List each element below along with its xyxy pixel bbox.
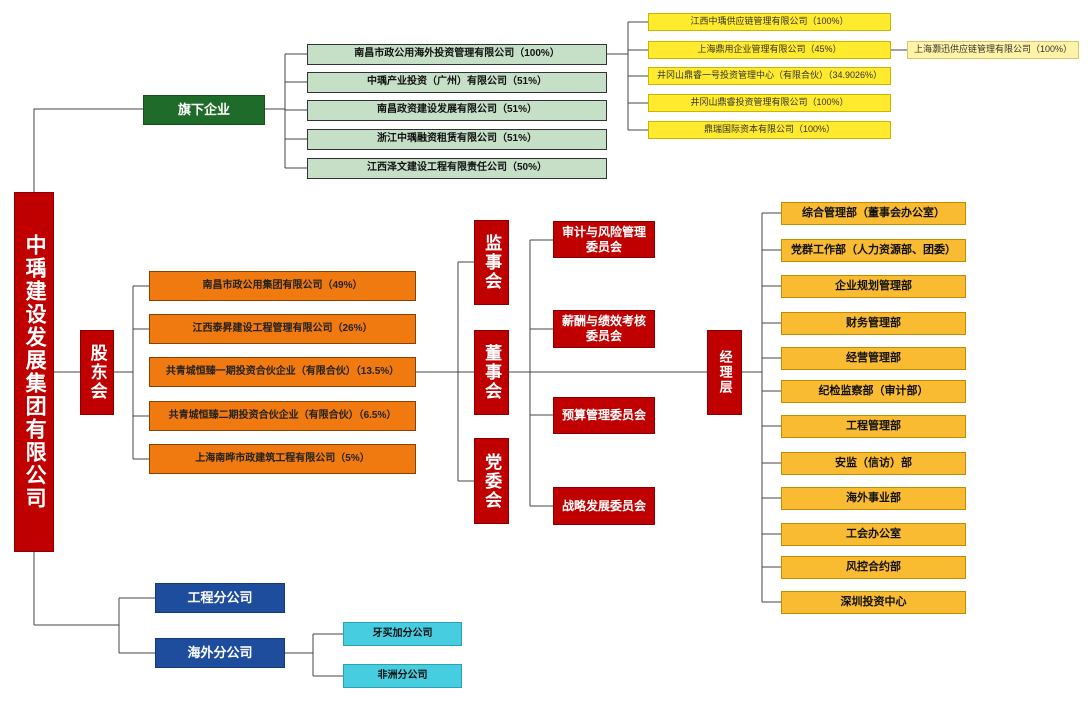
sub-subsidiary-item: 上海鼎用企业管理有限公司（45%）	[648, 41, 891, 59]
management-layer: 经理层	[707, 330, 742, 415]
department-item: 纪检监察部（审计部）	[781, 380, 966, 403]
overseas-sub-branch: 牙买加分公司	[343, 622, 462, 646]
department-item: 党群工作部（人力资源部、团委）	[781, 239, 966, 262]
shareholder-item: 共青城恒臻一期投资合伙企业（有限合伙）（13.5%）	[149, 357, 416, 387]
shareholder-item: 南昌市政公用集团有限公司（49%）	[149, 271, 416, 301]
subsidiary-item: 中瑀产业投资（广州）有限公司（51%）	[307, 72, 607, 93]
sub-sub-subsidiary-item: 上海灏迅供应链管理有限公司（100%）	[907, 41, 1079, 59]
root-company: 中瑀建设发展集团有限公司	[14, 192, 54, 552]
committee-item: 薪酬与绩效考核委员会	[553, 310, 655, 348]
engineering-branch: 工程分公司	[155, 583, 285, 613]
board-of-directors: 董事会	[474, 330, 509, 415]
department-item: 安监（信访）部	[781, 452, 966, 475]
sub-subsidiary-item: 江西中瑀供应链管理有限公司（100%）	[648, 13, 891, 31]
subsidiary-item: 浙江中瑀融资租赁有限公司（51%）	[307, 129, 607, 150]
shareholders-meeting: 股东会	[80, 330, 114, 415]
committee-item: 审计与风险管理委员会	[553, 221, 655, 258]
committee-item: 战略发展委员会	[553, 487, 655, 525]
sub-subsidiary-item: 井冈山鼎睿投资管理有限公司（100%）	[648, 94, 891, 112]
shareholder-item: 江西泰昇建设工程管理有限公司（26%）	[149, 314, 416, 344]
department-item: 综合管理部（董事会办公室）	[781, 202, 966, 225]
department-item: 经营管理部	[781, 347, 966, 370]
overseas-branch: 海外分公司	[155, 638, 285, 668]
department-item: 工会办公室	[781, 523, 966, 546]
department-item: 财务管理部	[781, 312, 966, 335]
department-item: 风控合约部	[781, 556, 966, 579]
department-item: 工程管理部	[781, 415, 966, 438]
shareholder-item: 共青城恒臻二期投资合伙企业（有限合伙）（6.5%）	[149, 401, 416, 431]
party-committee: 党委会	[474, 438, 509, 524]
overseas-sub-branch: 非洲分公司	[343, 664, 462, 688]
sub-subsidiary-item: 井冈山鼎睿一号投资管理中心（有限合伙）（34.9026%）	[648, 67, 891, 85]
subsidiary-item: 江西泽文建设工程有限责任公司（50%）	[307, 158, 607, 179]
committee-item: 预算管理委员会	[553, 397, 655, 434]
subsidiaries-heading: 旗下企业	[143, 95, 265, 125]
department-item: 企业规划管理部	[781, 275, 966, 298]
sub-subsidiary-item: 鼎瑞国际资本有限公司（100%）	[648, 121, 891, 139]
shareholder-item: 上海南晔市政建筑工程有限公司（5%）	[149, 444, 416, 474]
subsidiary-item: 南昌政资建设发展有限公司（51%）	[307, 100, 607, 121]
supervisory-board: 监事会	[474, 220, 509, 305]
subsidiary-item: 南昌市政公用海外投资管理有限公司（100%）	[307, 44, 607, 65]
department-item: 深圳投资中心	[781, 591, 966, 614]
department-item: 海外事业部	[781, 487, 966, 510]
